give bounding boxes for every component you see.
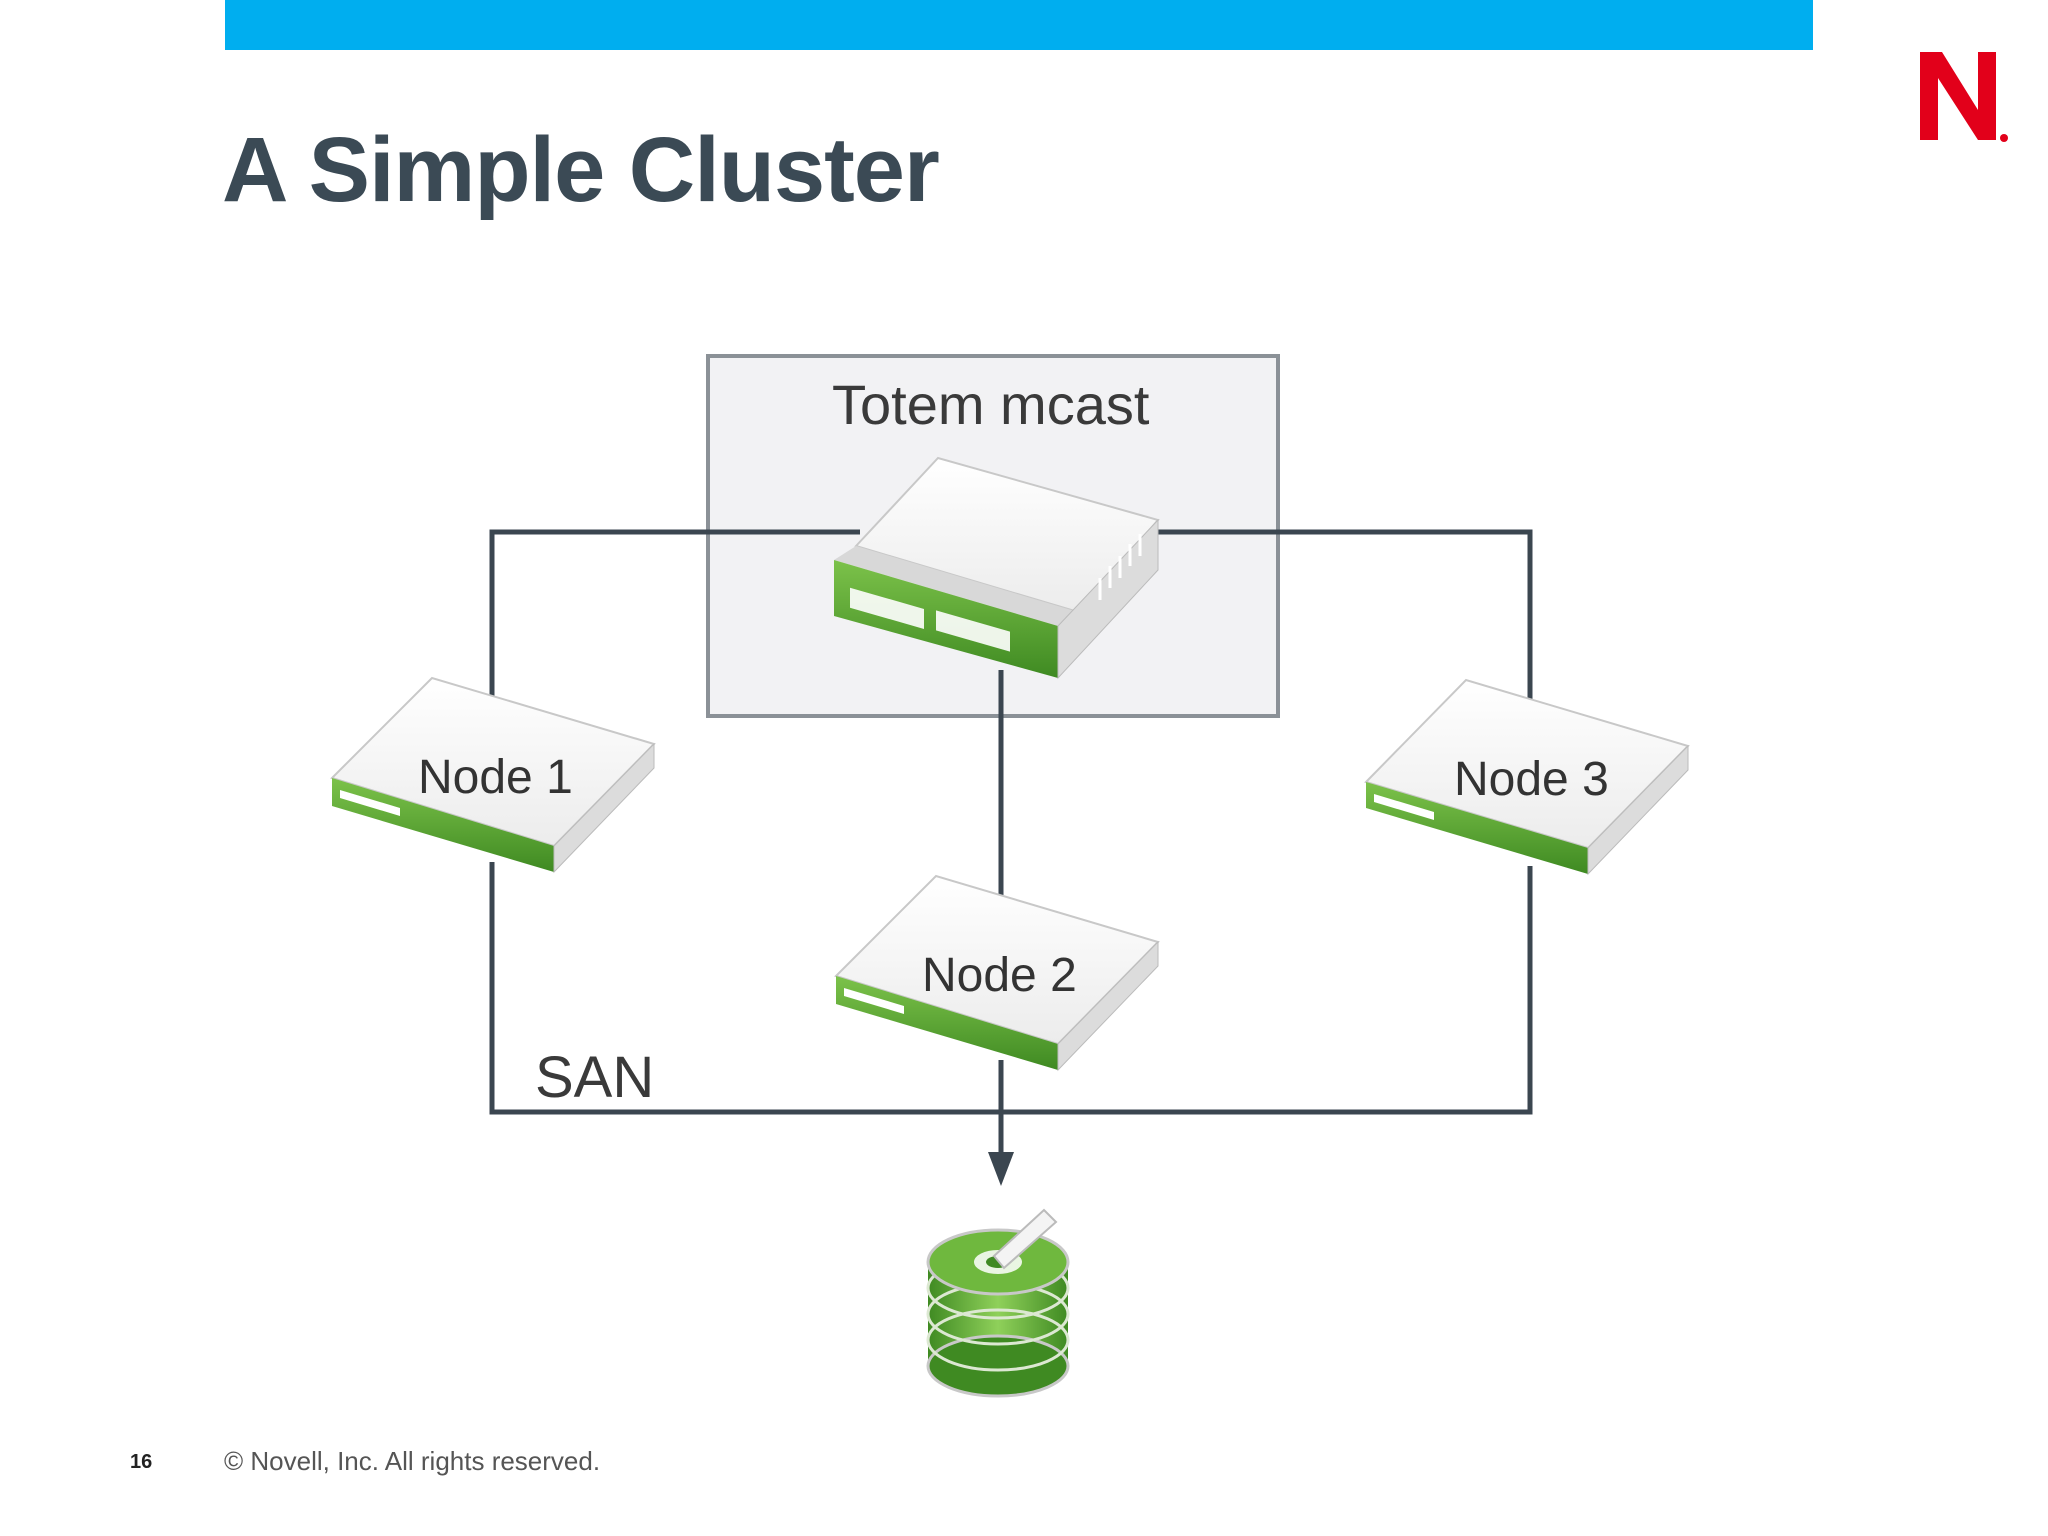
server-icon-node-1 [330, 676, 656, 874]
novell-logo-icon [1920, 52, 2008, 142]
copyright-notice: © Novell, Inc. All rights reserved. [224, 1446, 601, 1476]
arrow-to-storage [988, 1152, 1014, 1186]
node-3-label: Node 3 [1454, 753, 1609, 806]
slide-title: A Simple Cluster [222, 119, 940, 221]
top-accent-bar [225, 0, 1813, 50]
node-2-label: Node 2 [922, 949, 1077, 1002]
node-1-label: Node 1 [418, 751, 573, 804]
network-links [489, 529, 1533, 1160]
switch-icon [834, 456, 1160, 680]
totem-label: Totem mcast [832, 373, 1150, 436]
link-switch-node3 [1158, 529, 1533, 700]
server-icon-node-2 [834, 874, 1160, 1072]
san-loop [489, 862, 1533, 1115]
link-switch-node1 [489, 529, 860, 700]
disk-storage-icon [926, 1208, 1070, 1398]
san-label: SAN [535, 1045, 655, 1110]
page-number: 16 [130, 1451, 153, 1473]
server-icon-node-3 [1364, 678, 1690, 876]
